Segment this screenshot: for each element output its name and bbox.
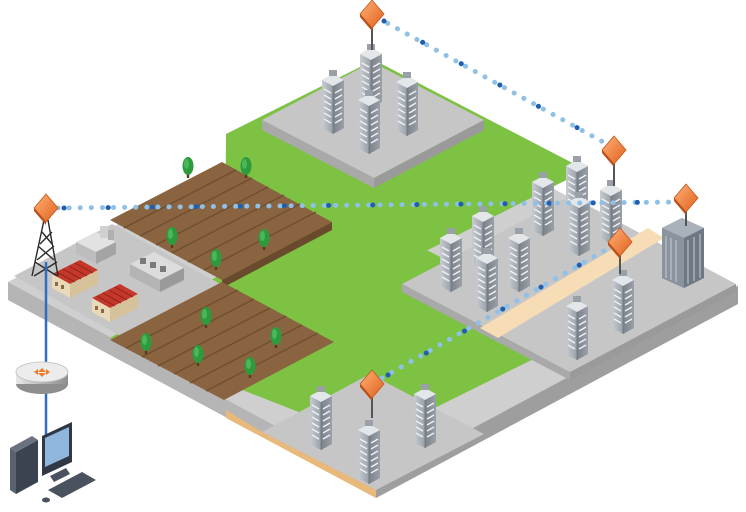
office-building-icon [565, 295, 589, 361]
factory-icon [76, 226, 116, 264]
office-building-icon [439, 227, 463, 293]
link-top-to-right [375, 15, 617, 151]
wireless-links [55, 15, 683, 381]
antenna-bottom [359, 369, 385, 418]
orange-panel-antenna-icon [673, 183, 699, 216]
office-building-icon [395, 71, 419, 137]
lattice-tower-icon [31, 193, 59, 277]
office-building-icon [507, 227, 531, 293]
office-building-icon [475, 247, 499, 313]
office-building-icon [309, 385, 333, 451]
link-bottom-to-road [379, 241, 619, 381]
office-building-icon [662, 218, 704, 288]
office-building-icon [413, 383, 437, 449]
antennas [359, 0, 699, 418]
farmland-lower [110, 282, 334, 400]
antenna-top [359, 0, 385, 50]
factory-icon [130, 252, 184, 292]
orange-panel-antenna-icon [601, 135, 627, 168]
factories [51, 226, 184, 323]
office-building-icon [357, 89, 381, 155]
router-icon [15, 361, 69, 394]
antenna-right-upper [601, 135, 627, 186]
antenna-road [607, 227, 633, 274]
orange-panel-antenna-icon [359, 0, 385, 32]
office-building-icon [321, 69, 345, 135]
tree-icon [182, 157, 194, 178]
buildings-right [439, 155, 704, 361]
link-left-to-right [55, 199, 683, 211]
office-building-icon [357, 419, 381, 485]
antenna-right-tower [673, 183, 699, 226]
office-building-icon [611, 269, 635, 335]
desktop-computer-icon [10, 422, 96, 503]
orange-panel-antenna-icon [33, 193, 59, 226]
